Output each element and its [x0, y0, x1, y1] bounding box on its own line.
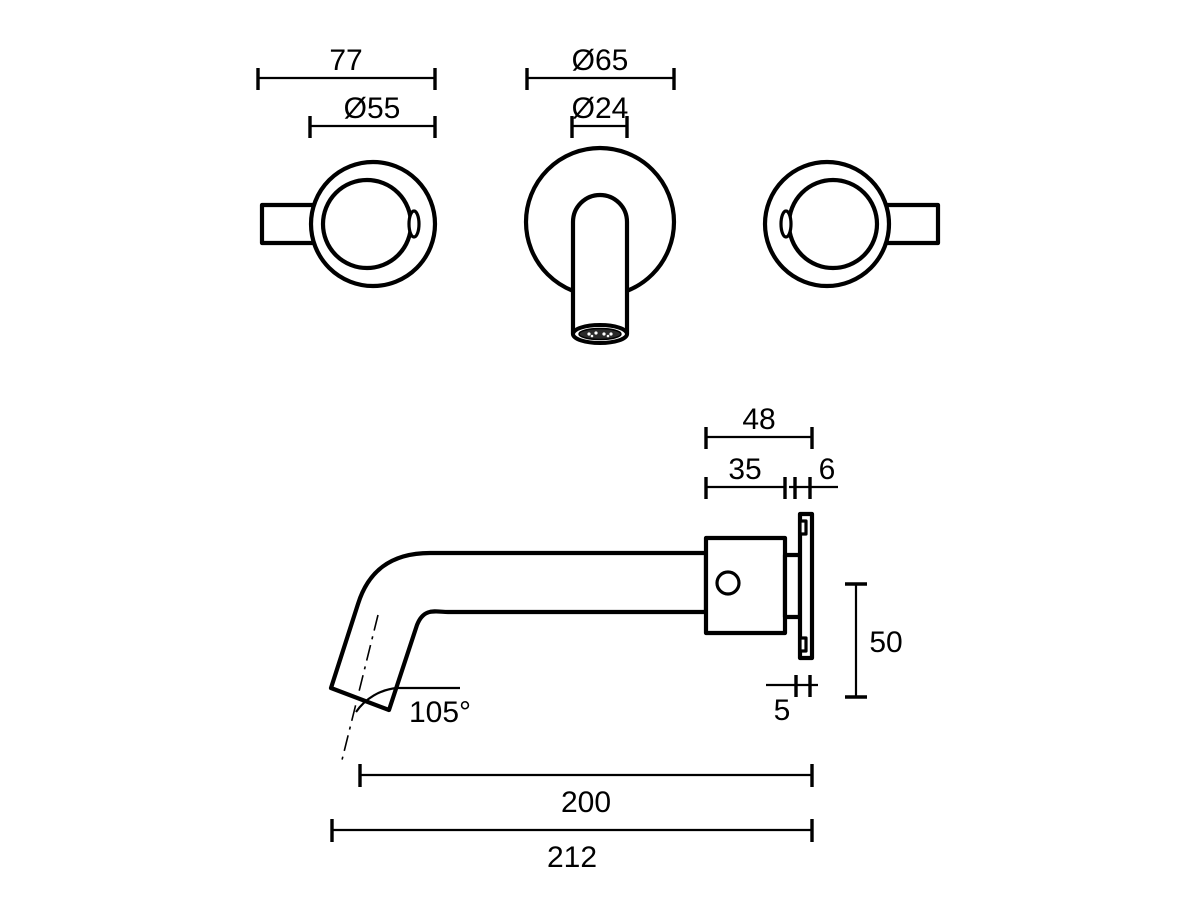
dimension-d24-label: Ø24: [572, 92, 629, 125]
right-handle-indicator: [779, 209, 793, 239]
dimension-105deg-label: 105°: [409, 696, 471, 729]
aerator-mesh-dot: [606, 334, 610, 338]
grub-screw-hole: [715, 570, 741, 596]
dimension-77: 77: [256, 44, 437, 90]
wall-flange-bottom-notch: [798, 636, 808, 653]
aerator-mesh: [578, 327, 622, 341]
dimension-5-label: 5: [774, 694, 791, 727]
dimension-5: 5: [766, 675, 818, 727]
left-handle-body: [320, 177, 414, 271]
aerator-mesh-dot: [587, 332, 591, 336]
dimension-50-label: 50: [869, 626, 902, 659]
outlet-centerline: [341, 614, 379, 761]
right-handle: [762, 159, 941, 289]
spout-tube-side: [328, 550, 709, 713]
aerator-mesh-dot: [594, 331, 598, 335]
dimension-77-label: 77: [329, 44, 362, 77]
dimension-35-label: 35: [728, 453, 761, 486]
dimension-d55-label: Ø55: [344, 92, 401, 125]
wall-flange-top-notch: [798, 519, 808, 536]
dimension-35: 35: [704, 453, 787, 499]
dimension-d24: Ø24: [570, 92, 629, 138]
spout-side-assembly: [328, 511, 815, 761]
dimension-212-label: 212: [547, 841, 597, 874]
aerator-mesh-dot: [602, 332, 606, 336]
dimension-200: 200: [358, 764, 814, 819]
dimension-6: 6: [789, 453, 838, 499]
dimension-d65: Ø65: [525, 44, 676, 90]
dimension-200-label: 200: [561, 786, 611, 819]
dimension-50: 50: [845, 582, 903, 699]
aerator-mesh-dot: [609, 332, 613, 336]
dimension-d65-label: Ø65: [572, 44, 629, 77]
aerator-mesh-dot: [590, 334, 594, 338]
dimension-105deg: 105°: [355, 686, 471, 729]
dimension-d55: Ø55: [308, 92, 437, 138]
angle-arc-leader: [355, 686, 460, 713]
left-handle-indicator: [407, 209, 421, 239]
flange-step: [782, 552, 803, 620]
wall-flange-plate: [797, 511, 815, 661]
dimension-6-label: 6: [819, 453, 836, 486]
dimension-48-label: 48: [742, 403, 775, 436]
center-spout: [523, 145, 677, 345]
dimension-212: 212: [330, 819, 814, 874]
spout-tube-front: [570, 192, 630, 337]
right-handle-body: [786, 177, 880, 271]
left-handle: [259, 159, 438, 289]
dimension-48: 48: [704, 403, 814, 449]
